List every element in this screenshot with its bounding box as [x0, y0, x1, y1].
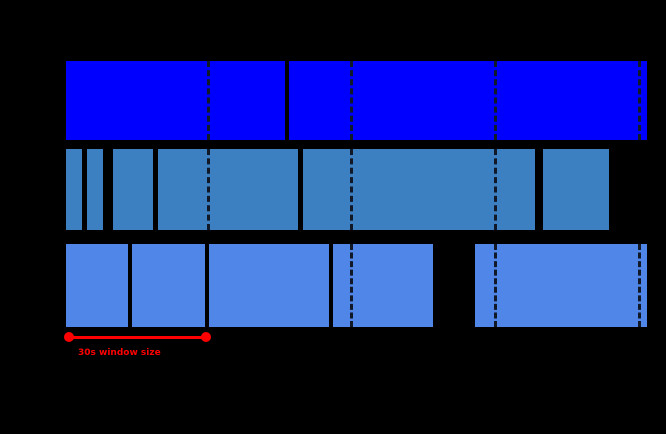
window-size-start-marker [64, 332, 74, 342]
window-boundary-dashed-line [207, 149, 210, 230]
timeline-segment [66, 149, 82, 230]
timeline-segment [66, 244, 128, 327]
timeline-segment [113, 149, 153, 230]
timeline-segment [66, 61, 285, 140]
timeline-segment [132, 244, 205, 327]
window-boundary-dashed-line [350, 149, 353, 230]
window-boundary-dashed-line [494, 149, 497, 230]
timeline-segment [543, 149, 609, 230]
window-size-measure-line [69, 336, 206, 339]
timeline-segment [475, 244, 647, 327]
window-size-end-marker [201, 332, 211, 342]
timeline-segment [158, 149, 298, 230]
window-boundary-dashed-line [638, 61, 641, 140]
window-boundary-dashed-line [207, 61, 210, 140]
window-boundary-dashed-line [350, 244, 353, 327]
timeline-segment [333, 244, 433, 327]
timeline-segment [87, 149, 103, 230]
timeline-segment [289, 61, 647, 140]
window-boundary-dashed-line [350, 61, 353, 140]
window-boundary-dashed-line [494, 244, 497, 327]
window-size-label: 30s window size [78, 348, 161, 358]
timeline-segment [209, 244, 329, 327]
timeline-segment [303, 149, 535, 230]
window-boundary-dashed-line [638, 244, 641, 327]
window-boundary-dashed-line [494, 61, 497, 140]
